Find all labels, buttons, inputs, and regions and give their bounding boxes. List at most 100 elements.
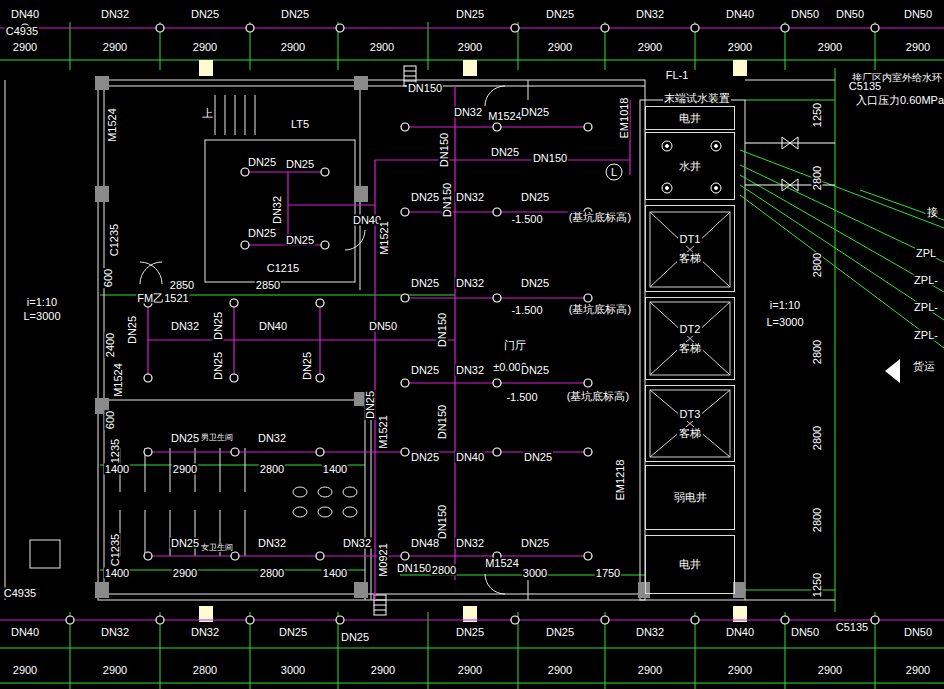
- annotation: 接: [926, 207, 939, 218]
- pipe-size: DN25: [285, 235, 315, 246]
- pipe-size: DN25: [247, 228, 277, 239]
- annotation: (基坑底标高): [568, 212, 632, 223]
- sprinkler-head: [230, 374, 238, 382]
- elevator-cross: [650, 212, 730, 287]
- sprinkler-head: [321, 241, 329, 249]
- direction-arrow: [885, 359, 900, 383]
- annotation: 女卫生间: [200, 544, 234, 552]
- elevator-cross: [650, 390, 730, 457]
- shaft-name: DT1: [678, 233, 703, 245]
- pipe-size: DN25: [302, 351, 313, 381]
- pipe-size: DN25: [247, 157, 277, 168]
- flow-indicator: [606, 164, 622, 180]
- shaft-box: 水井: [645, 132, 735, 200]
- dimension: 1400: [104, 568, 130, 579]
- pipe-line: [375, 159, 630, 160]
- shaft-box: DT3客梯: [645, 385, 735, 462]
- dimension: 1400: [322, 568, 348, 579]
- wall: [170, 448, 171, 492]
- wall: [365, 395, 366, 600]
- annotation: L=3000: [22, 311, 61, 322]
- dimension: 1250: [812, 572, 823, 598]
- pipe-size: DN25: [520, 538, 550, 549]
- dimension: 2800: [812, 507, 823, 533]
- annotation: ZPL-: [913, 330, 939, 341]
- pipe-size: DN25: [520, 107, 550, 118]
- axis-grid: [428, 612, 429, 689]
- annotation: M1521: [378, 414, 389, 450]
- shaft-box: DT2客梯: [645, 297, 735, 380]
- dimension: 3000: [522, 568, 548, 579]
- dimension: 2800: [431, 565, 457, 576]
- pipe-size: DN25: [410, 365, 440, 376]
- dimension: 2900: [727, 665, 753, 676]
- sprinkler-head: [601, 616, 609, 624]
- dimension: 2900: [817, 42, 843, 53]
- pump-symbol: [666, 145, 669, 148]
- pipe-size: DN32: [100, 627, 130, 638]
- dimension: 2800: [192, 665, 218, 676]
- sprinkler-head: [246, 616, 254, 624]
- pipe-size: DN25: [213, 351, 224, 381]
- dimension: 2900: [172, 464, 198, 475]
- elevator-cross: [650, 302, 730, 375]
- sprinkler-head: [511, 24, 519, 32]
- annotation: C4935: [5, 26, 39, 37]
- wall: [170, 510, 171, 556]
- pipe-size: DN25: [170, 538, 200, 549]
- pipe-size: DN150: [437, 504, 448, 540]
- annotation: 入口压力0.60MPa: [855, 95, 944, 106]
- pipe-line: [629, 100, 630, 175]
- pipe-size: DN32: [190, 627, 220, 638]
- pipe-size: DN32: [635, 627, 665, 638]
- pipe-size: DN40: [725, 627, 755, 638]
- wall: [5, 80, 6, 600]
- annotation: M1524: [113, 362, 124, 398]
- wall: [528, 580, 529, 600]
- dimension: 2900: [905, 665, 931, 676]
- supply-line: [740, 185, 944, 320]
- pipe-size: DN25: [190, 9, 220, 20]
- pipe-size: DN150: [437, 404, 448, 440]
- wall: [235, 95, 236, 135]
- ladder: [404, 81, 416, 82]
- pipe-size: DN32: [257, 538, 287, 549]
- annotation: ZPL: [915, 248, 937, 259]
- dimension: 2900: [280, 42, 306, 53]
- annotation: ZPL-: [913, 302, 939, 313]
- pipe-size: DN32: [455, 538, 485, 549]
- supply-line: [740, 175, 944, 292]
- column: [95, 76, 745, 598]
- pipe-size: DN25: [285, 159, 315, 170]
- pipe-line: [0, 27, 944, 28]
- sprinkler-head: [231, 448, 239, 456]
- dimension: 2900: [637, 42, 663, 53]
- wall: [140, 262, 162, 284]
- sprinkler-head: [401, 552, 409, 560]
- pipe-size: DN25: [520, 365, 550, 376]
- dimension: 2900: [637, 665, 663, 676]
- pipe-line: [148, 555, 590, 556]
- pipe-size: DN150: [532, 153, 568, 164]
- wall: [640, 100, 745, 600]
- sprinkler-head: [584, 448, 592, 456]
- annotation: -1.500: [510, 305, 543, 316]
- dimension: 2900: [12, 42, 38, 53]
- annotation: (基坑底标高): [568, 304, 632, 315]
- dimension: 2800: [259, 464, 285, 475]
- sprinkler-head: [493, 208, 501, 216]
- axis-grid: [0, 683, 944, 684]
- sprinkler-head: [401, 448, 409, 456]
- pump-symbol: [711, 183, 721, 193]
- wall: [215, 95, 216, 135]
- sprinkler-head: [241, 168, 249, 176]
- wall: [318, 487, 332, 497]
- shaft-box: DT1客梯: [645, 205, 735, 292]
- annotation: M1524: [107, 107, 118, 143]
- dimension: 2800: [259, 568, 285, 579]
- pipe-line: [0, 619, 944, 620]
- wall: [745, 600, 835, 601]
- column: [638, 582, 650, 598]
